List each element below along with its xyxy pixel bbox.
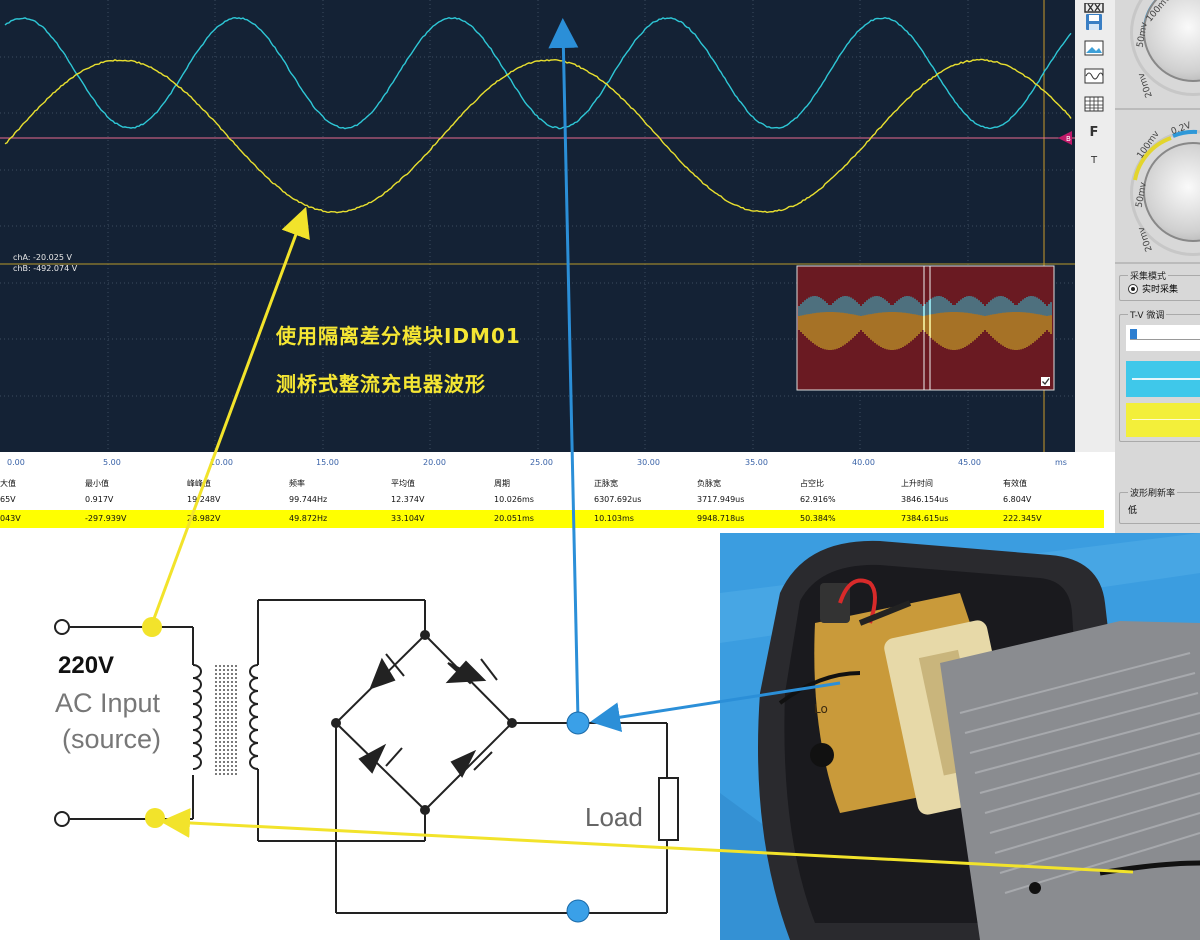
measurement-cell-b: 222.345V: [1003, 514, 1042, 523]
measurement-cell-a: 0.917V: [85, 495, 113, 504]
input-terminal-top: [55, 620, 69, 634]
measurement-cell-b: 043V: [0, 514, 21, 523]
acquisition-mode-group: 采集模式 实时采集: [1119, 275, 1200, 301]
measurement-cell-a: 3717.949us: [697, 495, 744, 504]
measurement-header: 频率: [289, 478, 305, 489]
acquisition-mode-title: 采集模式: [1128, 269, 1168, 282]
channel-a-readout: chA: -20.025 V: [13, 253, 72, 262]
tv-fine-tune-title: T-V 微调: [1128, 308, 1166, 321]
measurement-header: 周期: [494, 478, 510, 489]
measurement-header: 大值: [0, 478, 16, 489]
font-t-button[interactable]: T: [1083, 152, 1105, 168]
radio-realtime-label: 实时采集: [1142, 282, 1178, 295]
save-icon[interactable]: [1083, 14, 1105, 30]
time-tick: 10.00: [210, 458, 233, 467]
trigger-marker-label: B: [1066, 135, 1071, 143]
measurement-header: 平均值: [391, 478, 415, 489]
refresh-rate-group: 波形刷新率 低: [1119, 492, 1200, 524]
measurement-header: 有效值: [1003, 478, 1027, 489]
measurement-cell-a: 12.374V: [391, 495, 424, 504]
refresh-rate-title: 波形刷新率: [1128, 486, 1177, 499]
grid-icon[interactable]: [1083, 96, 1105, 112]
measurement-cell-b: 33.104V: [391, 514, 424, 523]
measurement-header: 峰峰值: [187, 478, 211, 489]
time-tick: 45.00: [958, 458, 981, 467]
load-label: Load: [585, 802, 643, 833]
waveform-icon[interactable]: [1083, 68, 1105, 84]
font-f-button[interactable]: F: [1083, 124, 1105, 140]
time-tick: 5.00: [103, 458, 121, 467]
diode-1-icon: [371, 660, 394, 688]
charger-photo: Lo: [720, 533, 1200, 940]
measurement-cell-b: 9948.718us: [697, 514, 744, 523]
tv-fine-tune-group: T-V 微调: [1119, 314, 1200, 442]
image-icon[interactable]: [1083, 40, 1105, 56]
oscilloscope-screen: B chA: -20.025 V chB: -492.074 V 使用隔离差分模…: [0, 0, 1075, 452]
ac-input-sub-label: (source): [62, 724, 161, 755]
annotation-line-1: 使用隔离差分模块IDM01: [276, 320, 521, 349]
input-terminal-bottom: [55, 812, 69, 826]
circuit-diagram: 220V AC Input (source) Load: [0, 530, 720, 940]
measurement-cell-a: 10.026ms: [494, 495, 534, 504]
time-axis: 0.00 5.00 10.00 15.00 20.00 25.00 30.00 …: [0, 452, 1075, 472]
ac-input-label: AC Input: [55, 688, 160, 719]
measurement-cell-a: 6.804V: [1003, 495, 1031, 504]
input-voltage-label: 220V: [58, 652, 114, 680]
measurement-header: 上升时间: [901, 478, 933, 489]
radio-realtime[interactable]: [1128, 284, 1138, 294]
side-toolbar: F T: [1075, 0, 1115, 452]
measurement-cell-a: 65V: [0, 495, 16, 504]
channel-a-offset-slider[interactable]: [1126, 361, 1200, 397]
measurement-cell-b: 7384.615us: [901, 514, 948, 523]
time-tick: 30.00: [637, 458, 660, 467]
time-tick: 20.00: [423, 458, 446, 467]
measurement-cell-b: -297.939V: [85, 514, 126, 523]
overview-window[interactable]: [797, 266, 1054, 390]
measurement-header: 正脉宽: [594, 478, 618, 489]
time-unit: ms: [1055, 458, 1067, 467]
time-tick: 25.00: [530, 458, 553, 467]
time-tick: 15.00: [316, 458, 339, 467]
time-tick: 35.00: [745, 458, 768, 467]
measurement-cell-b: 10.103ms: [594, 514, 634, 523]
tv-slider[interactable]: [1126, 325, 1200, 351]
measurement-cell-b: 20.051ms: [494, 514, 534, 523]
measurement-table: 大值 最小值 峰峰值 频率 平均值 周期 正脉宽 负脉宽 占空比 上升时间 有效值 65V 0.917V…: [0, 472, 1104, 530]
measurement-cell-a: 99.744Hz: [289, 495, 327, 504]
measurement-header: 负脉宽: [697, 478, 721, 489]
channel-b-waveform: [5, 59, 1071, 212]
measurement-header: 占空比: [800, 478, 824, 489]
charger-photo-image: Lo: [720, 533, 1200, 940]
waveform-plot: B: [0, 0, 1075, 452]
channel-b-offset-slider[interactable]: [1126, 403, 1200, 437]
measurement-cell-b: 49.872Hz: [289, 514, 327, 523]
board-mark-text: Lo: [814, 702, 828, 716]
measurement-cell-a: 62.916%: [800, 495, 836, 504]
refresh-rate-value[interactable]: 低: [1128, 503, 1137, 516]
time-tick: 0.00: [7, 458, 25, 467]
annotation-line-2: 测桥式整流充电器波形: [276, 368, 486, 397]
measurement-cell-b: 28.982V: [187, 514, 220, 523]
measurement-cell-a: 3846.154us: [901, 495, 948, 504]
measurement-header: 最小值: [85, 478, 109, 489]
control-panel: 50mv 100mv 20mv 100mv 0.2V 50mv 20mv 采集模…: [1115, 0, 1200, 535]
measurement-cell-a: 6307.692us: [594, 495, 641, 504]
channel-b-readout: chB: -492.074 V: [13, 264, 77, 273]
time-tick: 40.00: [852, 458, 875, 467]
measurement-cell-b: 50.384%: [800, 514, 836, 523]
measurement-cell-a: 19.248V: [187, 495, 220, 504]
